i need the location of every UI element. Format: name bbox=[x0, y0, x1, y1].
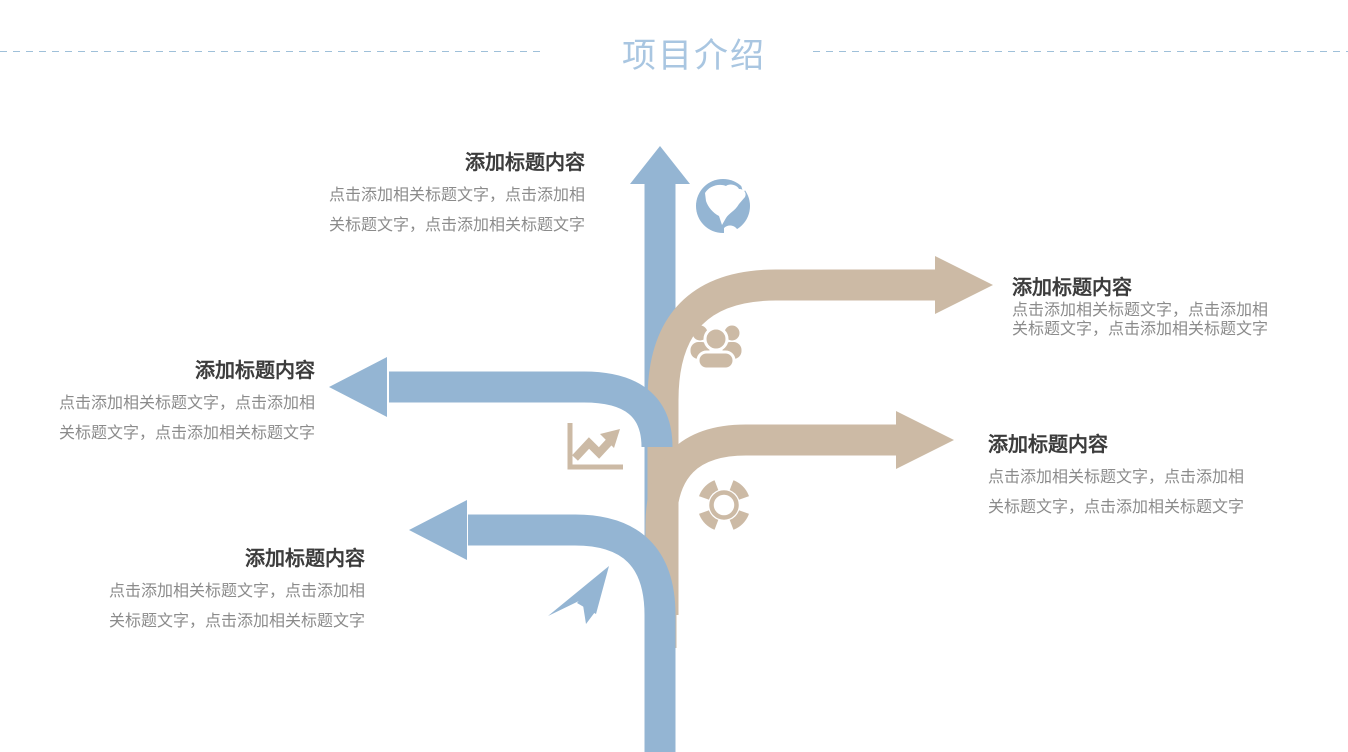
placeholder-block-right-middle[interactable]: 添加标题内容 点击添加相关标题文字，点击添加相 关标题文字，点击添加相关标题文字 bbox=[988, 432, 1278, 523]
block-title: 添加标题内容 bbox=[988, 434, 1108, 456]
title-divider-dash-right bbox=[813, 51, 1348, 52]
block-title: 添加标题内容 bbox=[245, 548, 365, 570]
block-title: 添加标题内容 bbox=[1012, 277, 1132, 299]
title-divider-dash-left bbox=[0, 51, 540, 52]
lifebuoy-icon bbox=[690, 471, 758, 539]
branch-arrow-left-2[interactable] bbox=[409, 500, 676, 752]
block-description: 点击添加相关标题文字，点击添加相 关标题文字，点击添加相关标题文字 bbox=[108, 583, 365, 630]
block-description: 点击添加相关标题文字，点击添加相 关标题文字，点击添加相关标题文字 bbox=[58, 395, 315, 442]
line-chart-icon bbox=[567, 423, 623, 470]
people-icon bbox=[690, 325, 742, 371]
placeholder-block-bottom-left[interactable]: 添加标题内容 点击添加相关标题文字，点击添加相 关标题文字，点击添加相关标题文字 bbox=[75, 546, 365, 637]
placeholder-block-upper-left[interactable]: 添加标题内容 点击添加相关标题文字，点击添加相 关标题文字，点击添加相关标题文字 bbox=[295, 150, 585, 241]
page-title: 项目介绍 bbox=[622, 37, 766, 75]
block-title: 添加标题内容 bbox=[195, 360, 315, 382]
placeholder-block-right-top[interactable]: 添加标题内容 点击添加相关标题文字，点击添加相 关标题文字，点击添加相关标题文字 bbox=[1012, 276, 1302, 339]
block-description: 点击添加相关标题文字，点击添加相 关标题文字，点击添加相关标题文字 bbox=[988, 469, 1245, 516]
block-description: 点击添加相关标题文字，点击添加相 关标题文字，点击添加相关标题文字 bbox=[1012, 302, 1269, 338]
branch-arrow-left-1[interactable] bbox=[329, 357, 673, 448]
paper-plane-icon bbox=[548, 566, 609, 624]
branch-arrow-right-1[interactable] bbox=[647, 256, 993, 615]
globe-icon bbox=[696, 179, 750, 245]
placeholder-block-middle-left[interactable]: 添加标题内容 点击添加相关标题文字，点击添加相 关标题文字，点击添加相关标题文字 bbox=[25, 358, 315, 449]
block-description: 点击添加相关标题文字，点击添加相 关标题文字，点击添加相关标题文字 bbox=[328, 187, 585, 234]
branch-arrow-right-2[interactable] bbox=[645, 411, 954, 648]
block-title: 添加标题内容 bbox=[465, 152, 585, 174]
